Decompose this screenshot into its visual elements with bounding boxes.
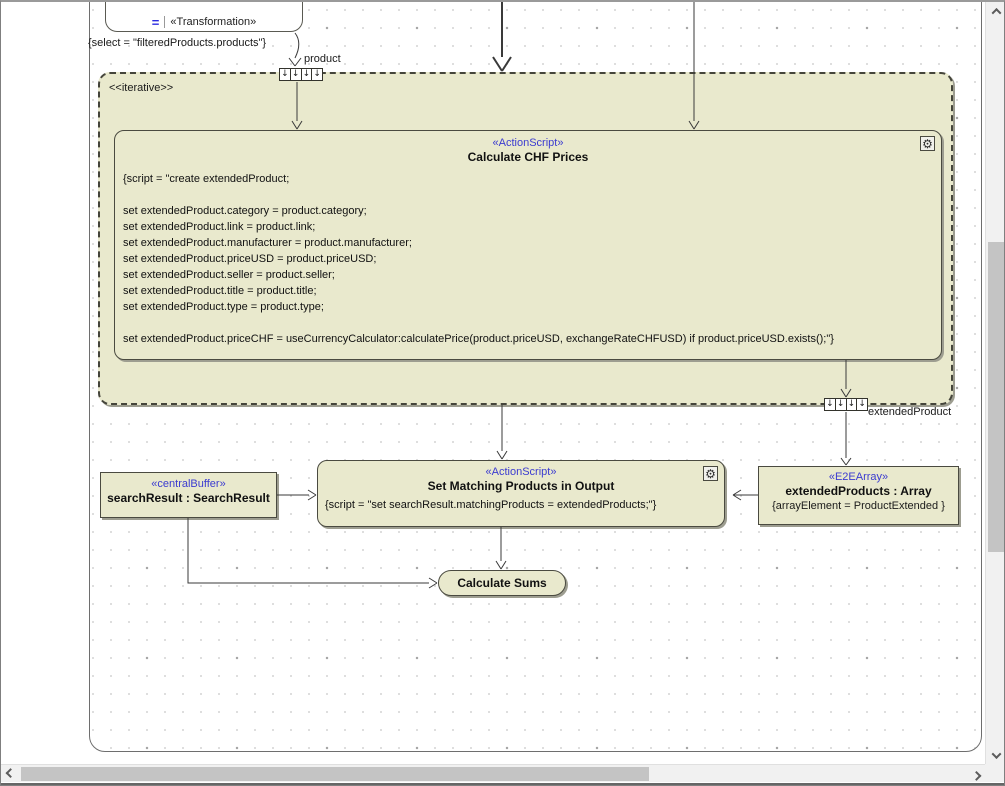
horizontal-scrollbar[interactable] bbox=[1, 764, 985, 782]
chevron-down-icon bbox=[991, 749, 1001, 759]
iterative-label: <<iterative>> bbox=[109, 82, 173, 94]
window-bottom-border bbox=[1, 782, 1005, 786]
divider bbox=[164, 16, 165, 28]
set-matching-products-action[interactable]: «ActionScript» Set Matching Products in … bbox=[317, 460, 725, 527]
chevron-left-icon bbox=[5, 768, 15, 778]
scrollbar-corner bbox=[985, 764, 1005, 782]
extended-product-pin-label: extendedProduct bbox=[868, 406, 951, 418]
action-script-text: {script = "set searchResult.matchingProd… bbox=[318, 497, 724, 513]
gear-icon: ⚙ bbox=[920, 136, 935, 151]
transformation-equals-icon: = bbox=[152, 17, 160, 28]
pin-arrow-icon: ↓ bbox=[291, 69, 302, 80]
product-pin[interactable]: ↓ ↓ ↓ ↓ bbox=[279, 68, 323, 81]
actionscript-stereotype: «ActionScript» bbox=[115, 136, 941, 150]
action-name: Calculate Sums bbox=[457, 577, 546, 590]
chevron-right-icon bbox=[971, 770, 981, 780]
scroll-right-button[interactable] bbox=[967, 765, 985, 783]
diagram-canvas[interactable]: = «Transformation» {select = "filteredPr… bbox=[1, 2, 985, 764]
transformation-action[interactable]: = «Transformation» bbox=[105, 2, 303, 32]
horizontal-scroll-thumb[interactable] bbox=[21, 767, 649, 781]
product-pin-label: product bbox=[304, 53, 341, 65]
select-constraint: {select = "filteredProducts.products"} bbox=[88, 37, 266, 49]
scroll-left-button[interactable] bbox=[1, 765, 19, 783]
scroll-down-button[interactable] bbox=[986, 746, 1005, 764]
vertical-scrollbar[interactable] bbox=[985, 2, 1005, 764]
calculate-chf-prices-action[interactable]: «ActionScript» Calculate CHF Prices ⚙ {s… bbox=[114, 130, 942, 360]
pin-arrow-icon: ↓ bbox=[280, 69, 291, 80]
transformation-stereotype: «Transformation» bbox=[170, 16, 256, 28]
action-name: Set Matching Products in Output bbox=[318, 479, 724, 494]
array-name: extendedProducts : Array bbox=[759, 484, 958, 499]
search-result-buffer-node[interactable]: «centralBuffer» searchResult : SearchRes… bbox=[100, 472, 277, 518]
gear-icon: ⚙ bbox=[703, 466, 718, 481]
extended-products-array-node[interactable]: «E2EArray» extendedProducts : Array {arr… bbox=[758, 466, 959, 525]
vertical-scroll-thumb[interactable] bbox=[988, 242, 1004, 552]
extended-product-pin[interactable]: ↓ ↓ ↓ ↓ bbox=[824, 398, 868, 411]
pin-arrow-icon: ↓ bbox=[836, 399, 847, 410]
buffer-name: searchResult : SearchResult bbox=[101, 491, 276, 506]
actionscript-stereotype: «ActionScript» bbox=[318, 465, 724, 479]
calculate-sums-action[interactable]: Calculate Sums bbox=[438, 570, 566, 596]
pin-arrow-icon: ↓ bbox=[312, 69, 322, 80]
pin-arrow-icon: ↓ bbox=[847, 399, 858, 410]
scroll-up-button[interactable] bbox=[986, 2, 1005, 20]
array-element-constraint: {arrayElement = ProductExtended } bbox=[759, 499, 958, 514]
pin-arrow-icon: ↓ bbox=[302, 69, 313, 80]
central-buffer-stereotype: «centralBuffer» bbox=[101, 477, 276, 491]
pin-arrow-icon: ↓ bbox=[825, 399, 836, 410]
e2e-array-stereotype: «E2EArray» bbox=[759, 470, 958, 484]
action-script-text: {script = "create extendedProduct; set e… bbox=[115, 171, 941, 347]
chevron-up-icon bbox=[991, 7, 1001, 17]
pin-arrow-icon: ↓ bbox=[857, 399, 867, 410]
action-name: Calculate CHF Prices bbox=[115, 150, 941, 165]
